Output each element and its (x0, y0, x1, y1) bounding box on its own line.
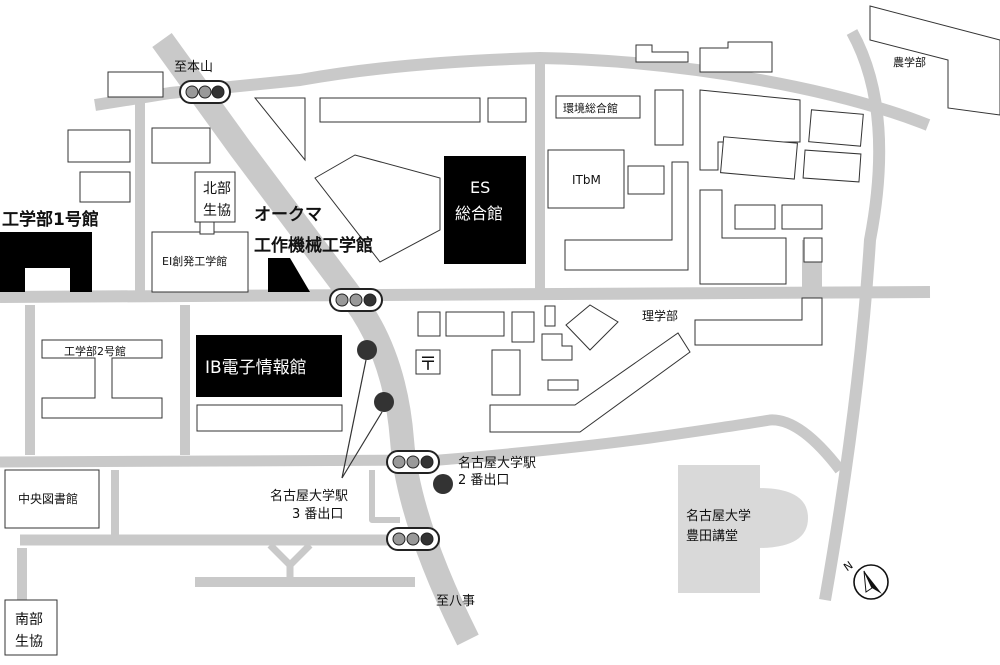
label-toyoda-1: 名古屋大学 (686, 508, 751, 524)
buildings (4, 5, 1000, 656)
es-building (444, 156, 526, 264)
traffic-signal (329, 288, 383, 312)
label-ei-hall: EI創発工学館 (162, 254, 227, 268)
label-ib-hall: IB電子情報館 (205, 358, 307, 378)
building (4, 599, 58, 656)
building (511, 311, 535, 343)
building (734, 204, 776, 230)
main-diagonal-road (152, 32, 479, 646)
building (803, 237, 823, 263)
label-okuma-1: オークマ (254, 205, 322, 225)
top-road (94, 52, 931, 131)
environment-hall-box (555, 95, 641, 119)
label-science: 理学部 (642, 308, 678, 323)
building (627, 165, 665, 195)
post-office-box (415, 349, 441, 375)
building (41, 339, 163, 419)
building (79, 171, 131, 203)
label-es-1: ES (470, 178, 490, 197)
building (541, 333, 573, 361)
building (720, 136, 798, 180)
building (314, 154, 441, 263)
building (4, 469, 100, 529)
lower-road (0, 414, 845, 474)
label-to-motoyama: 至本山 (174, 60, 213, 75)
north-arrow-icon: N (841, 559, 889, 600)
drive-exit3 (369, 470, 400, 523)
label-itbm: ITbM (572, 173, 601, 187)
building (635, 44, 689, 63)
building (564, 161, 689, 271)
building (654, 89, 684, 146)
building (699, 89, 801, 171)
ib-building (196, 335, 342, 397)
building (196, 404, 343, 432)
label-north-coop-2: 生協 (203, 203, 231, 219)
building (67, 129, 131, 163)
label-es-2: 総合館 (455, 204, 503, 223)
right-road (819, 29, 886, 602)
post-office-icon: 〒 (419, 354, 437, 375)
building (199, 221, 215, 235)
traffic-signal (386, 527, 440, 551)
label-exit2-2: 2 番出口 (458, 473, 509, 488)
building (489, 332, 691, 433)
label-south-coop-1: 南部 (15, 612, 43, 628)
building (547, 379, 579, 391)
label-okuma-2: 工作機械工学館 (254, 235, 373, 256)
label-eng1: 工学部1号館 (2, 209, 99, 230)
highlight-buildings (0, 156, 526, 397)
label-toyoda-2: 豊田講堂 (686, 528, 738, 544)
building (808, 109, 864, 147)
eng1-building (0, 232, 92, 292)
label-south-coop-2: 生協 (15, 634, 43, 650)
middle-road (0, 286, 931, 303)
building (491, 349, 521, 396)
building (694, 297, 823, 346)
building (487, 97, 527, 123)
building (699, 189, 787, 285)
label-north-coop-1: 北部 (203, 181, 231, 197)
building (417, 311, 441, 337)
labels: 至本山 至八事 農学部 環境総合館 ITbM ES 総合館 北部 生協 オークマ… (2, 55, 926, 650)
label-exit3-1: 名古屋大学駅 (270, 488, 348, 504)
exit3-marker-b (374, 392, 394, 412)
building (547, 149, 625, 209)
exit2-marker (433, 474, 453, 494)
building (194, 171, 236, 223)
exit3-marker-a (357, 340, 377, 360)
building (565, 304, 619, 351)
building (151, 127, 211, 164)
building (802, 149, 862, 183)
label-agriculture: 農学部 (893, 55, 926, 69)
y-branch-left (267, 542, 313, 569)
building-tl (107, 71, 164, 98)
building (781, 204, 823, 230)
okuma-building (268, 258, 310, 292)
label-to-yagoto: 至八事 (436, 594, 475, 609)
building (253, 97, 306, 162)
toyoda-auditorium (678, 465, 808, 593)
station-exits (341, 340, 453, 494)
traffic-signal (386, 450, 440, 474)
building (544, 305, 556, 327)
north-label: N (841, 559, 855, 574)
label-exit2-1: 名古屋大学駅 (458, 455, 536, 471)
label-library: 中央図書館 (18, 491, 78, 506)
building (319, 97, 481, 123)
building (869, 5, 1000, 116)
label-eng2: 工学部2号館 (64, 344, 126, 358)
building (445, 311, 505, 337)
building (699, 41, 773, 73)
label-exit3-2: 3 番出口 (292, 507, 343, 522)
roads (0, 29, 931, 646)
traffic-signal (179, 80, 231, 104)
label-environment-hall: 環境総合館 (563, 101, 618, 115)
